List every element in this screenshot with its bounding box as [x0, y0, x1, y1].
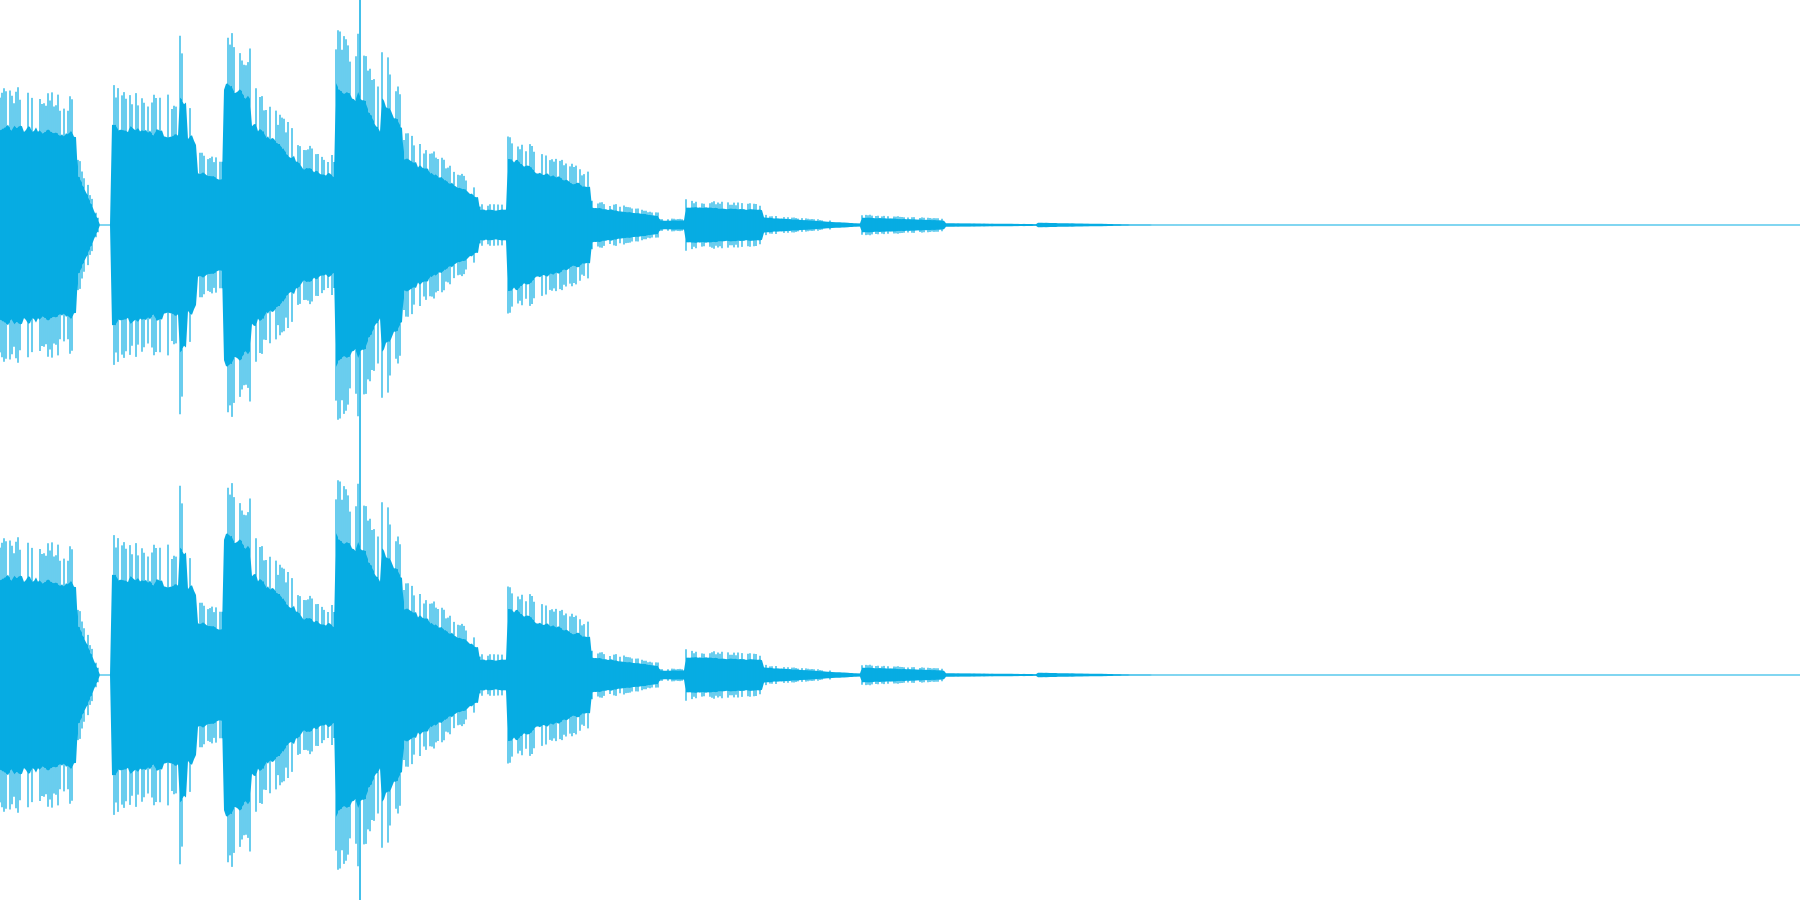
channel-2-waveform-spikes: [0, 480, 943, 870]
channel-2-waveform[interactable]: [0, 480, 1800, 870]
channel-1-waveform[interactable]: [0, 30, 1800, 420]
channel-1-waveform-spikes: [0, 30, 943, 420]
